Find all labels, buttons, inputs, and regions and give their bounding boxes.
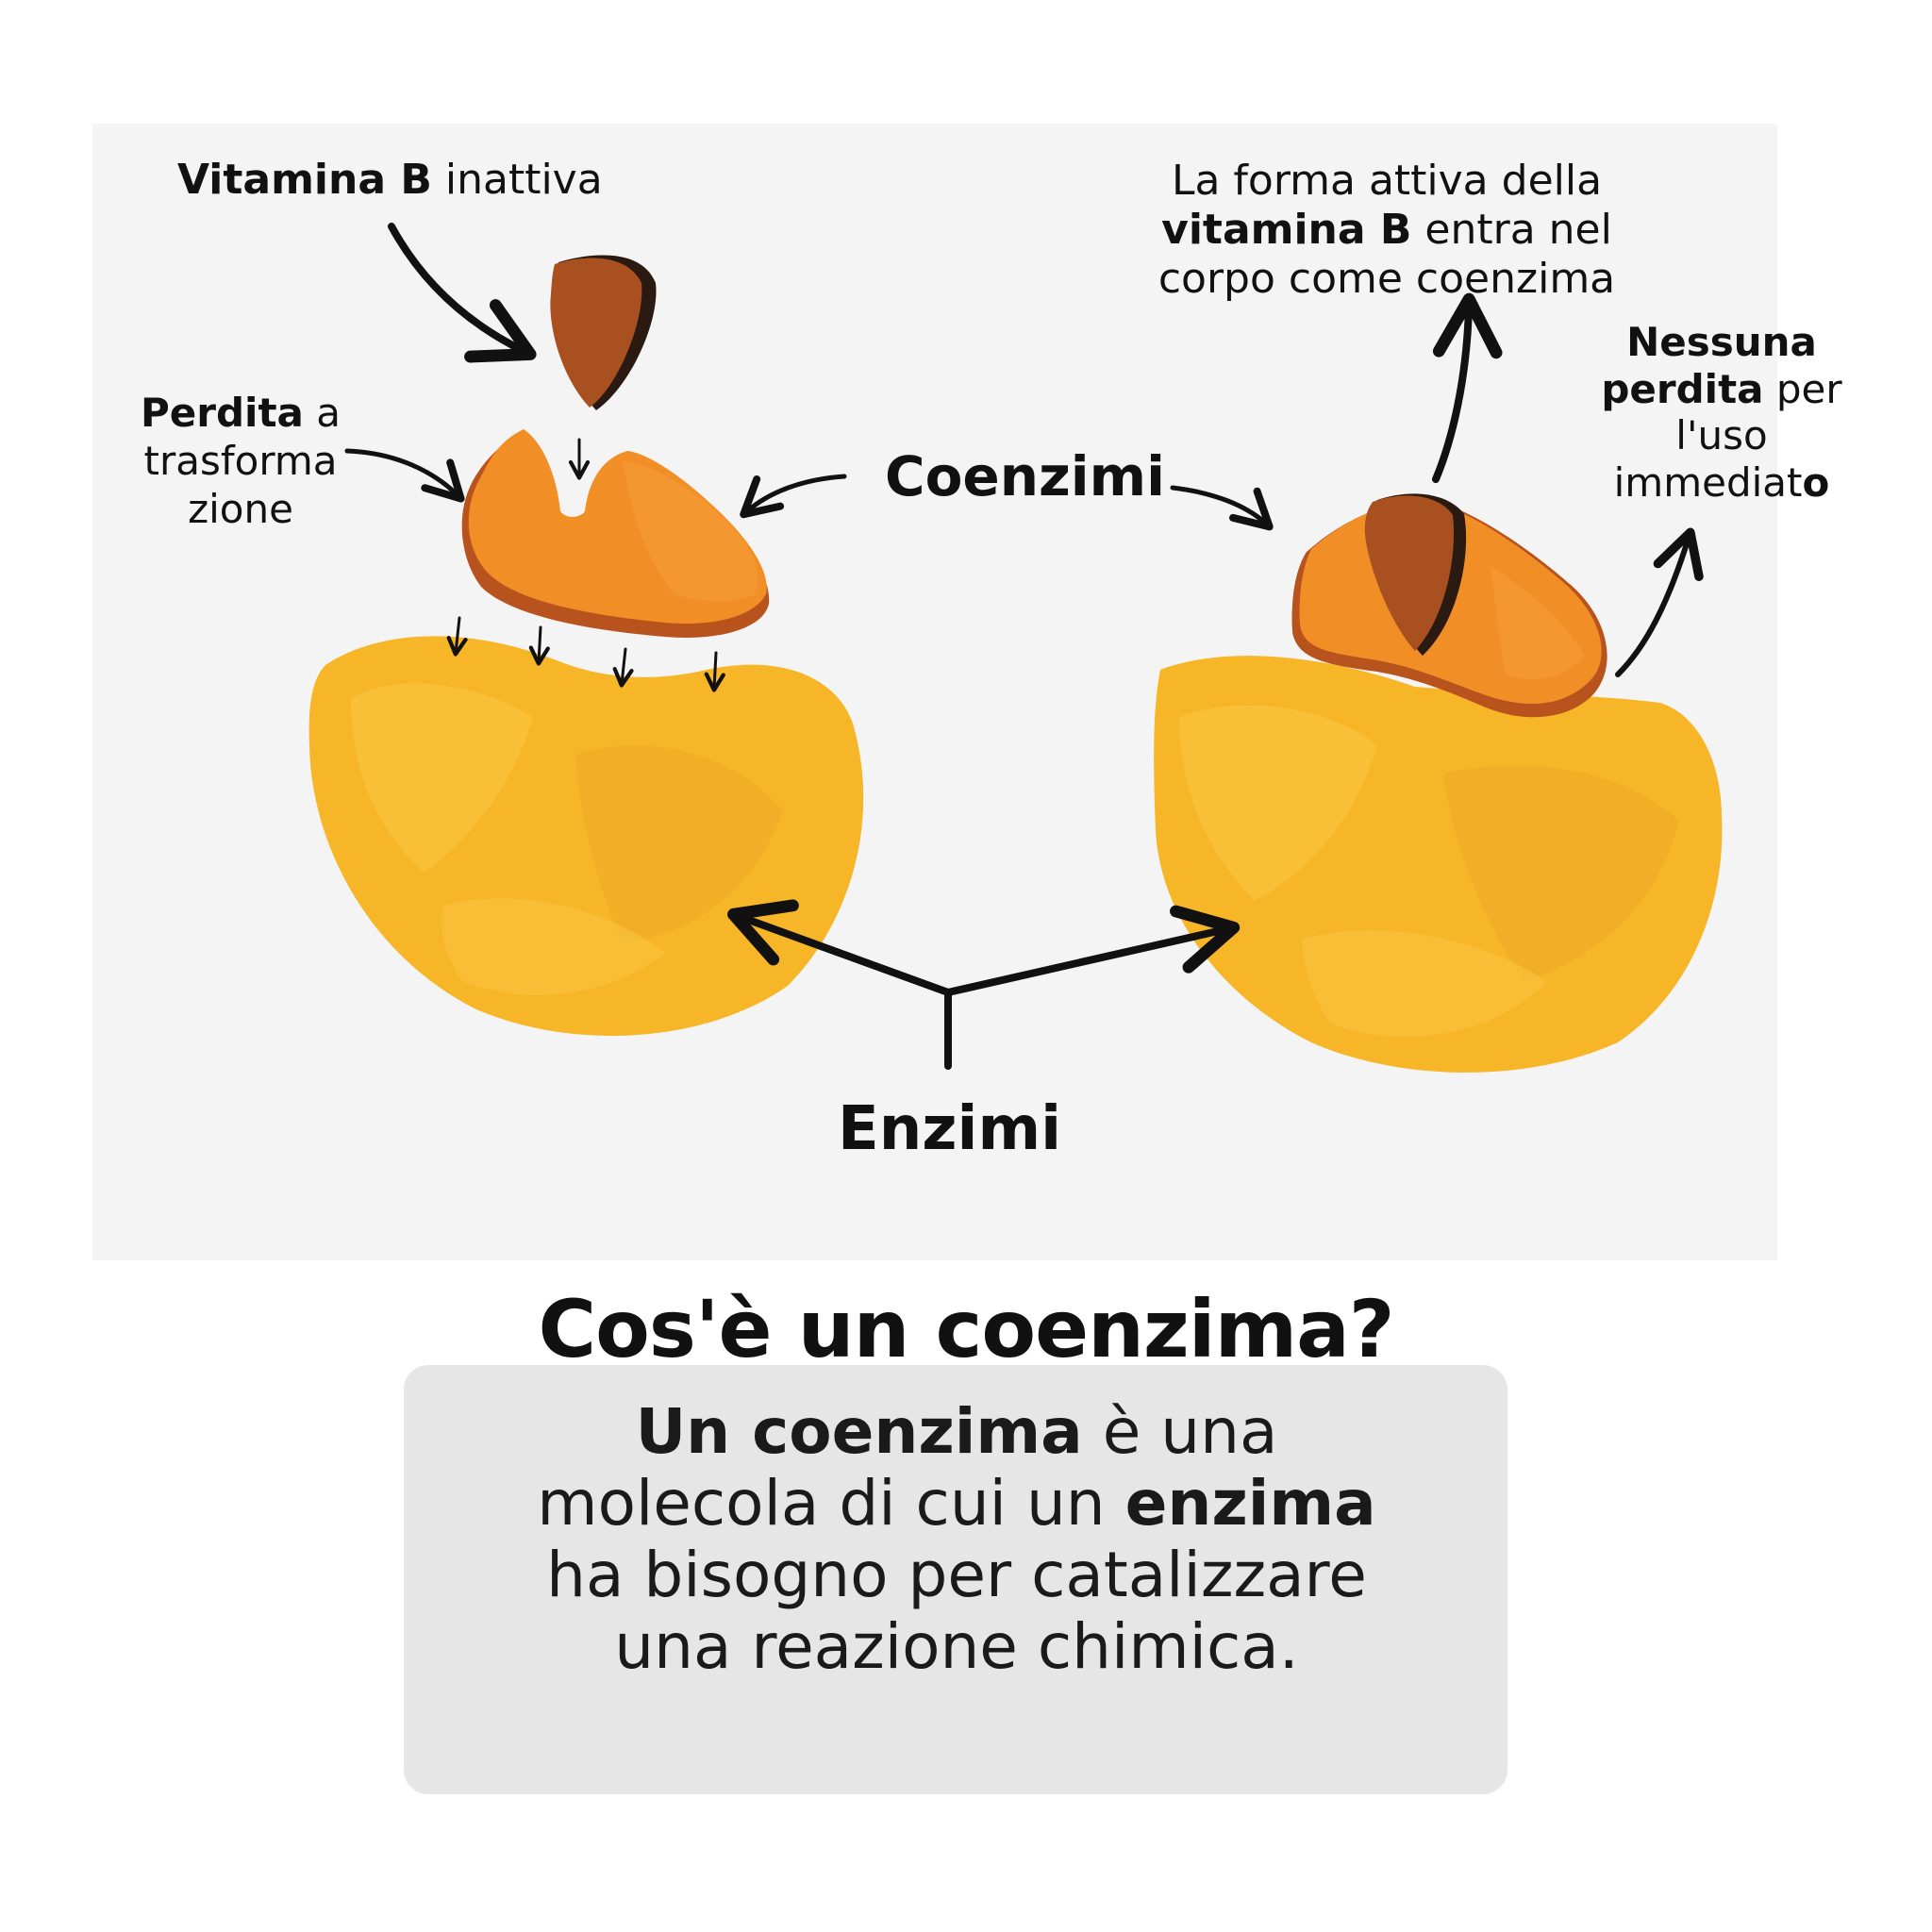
enzyme-left [308, 636, 864, 1036]
vitamin-b-right [1364, 493, 1467, 656]
label-enzymes: Enzimi [838, 1094, 1062, 1164]
arrow-coenzimi-left [740, 474, 847, 519]
arrow-no-loss [1615, 527, 1704, 677]
arrow-up-active [1432, 292, 1503, 483]
arrows [344, 223, 1704, 1070]
enzyme-right [1154, 656, 1723, 1073]
arrow-loss [344, 448, 465, 503]
arrow-small-4 [704, 651, 725, 692]
label-active-form: La forma attiva della vitamina B entra n… [1158, 157, 1616, 303]
label-loss-transformation: Perdita a trasforma zione [141, 390, 341, 533]
vitamin-b-left [550, 255, 657, 410]
definition-text: Un coenzima è una molecola di cui un enz… [537, 1395, 1376, 1683]
arrow-enzyme-right [944, 905, 1241, 996]
definition-box [404, 1365, 1507, 1794]
label-coenzymes: Coenzimi [885, 444, 1165, 508]
coenzyme-left [461, 429, 770, 638]
arrow-small-1 [446, 616, 468, 657]
arrow-coenzimi-right [1170, 485, 1274, 531]
arrow-small-3 [612, 647, 634, 688]
page-title: Cos'è un coenzima? [538, 1283, 1394, 1375]
arrow-enzyme-left [727, 899, 952, 996]
label-vitamin-b-inactive: Vitamina B inattiva [177, 156, 603, 204]
arrow-vitamin-to-coenzyme [388, 223, 537, 363]
label-no-loss: Nessuna perdita per l'uso immediato [1601, 319, 1842, 506]
arrow-small-2 [528, 625, 550, 666]
